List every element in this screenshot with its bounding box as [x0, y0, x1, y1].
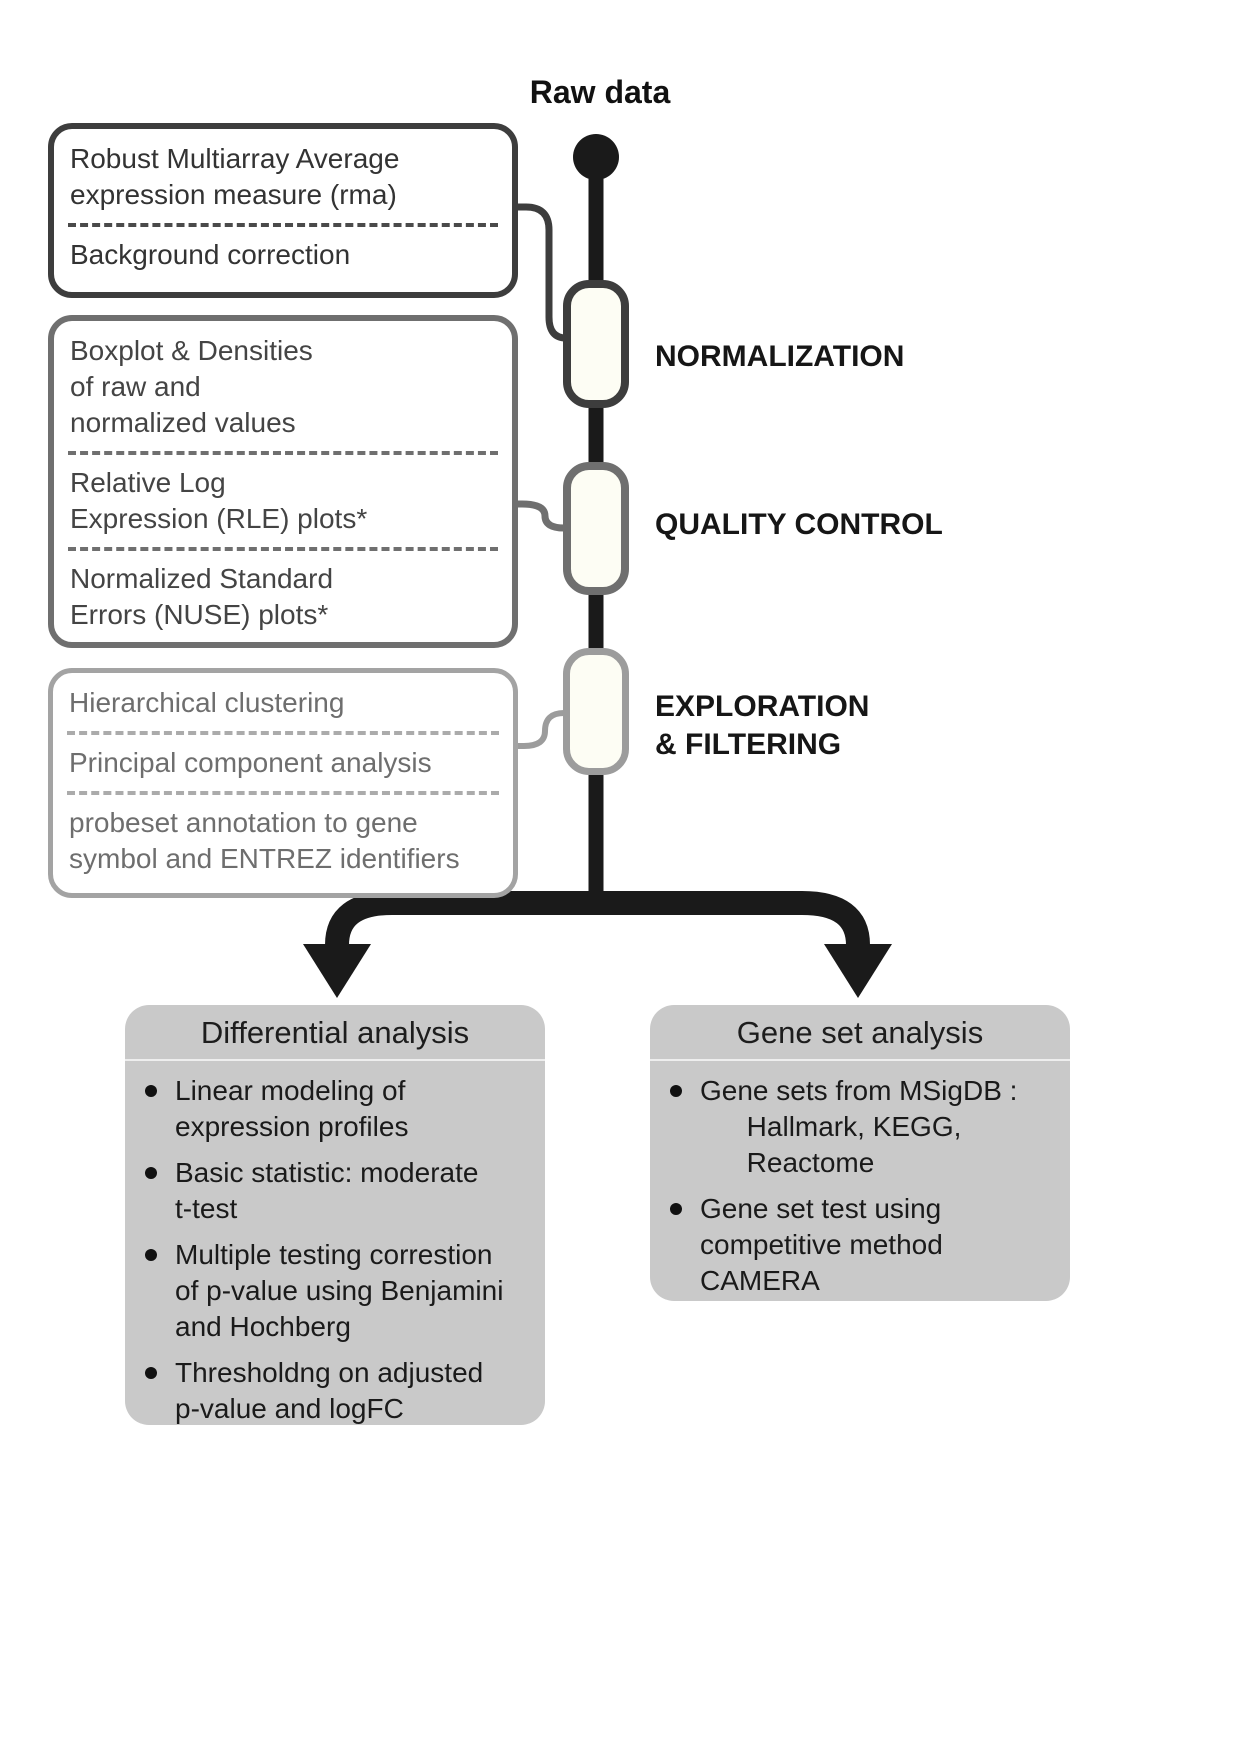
arrowhead-right [824, 944, 892, 998]
normalization-node [563, 280, 629, 408]
step-pca: Principal component analysis [69, 747, 432, 778]
step-background-correction: Background correction [70, 239, 351, 270]
dashed-divider [68, 451, 498, 455]
step-hierarchical-clustering: Hierarchical clustering [69, 687, 345, 718]
panel-title: Gene set analysis [650, 1005, 1070, 1061]
differential-analysis-list: Linear modeling of expression profiles B… [125, 1073, 545, 1427]
dashed-divider [67, 731, 499, 735]
dashed-divider [67, 791, 499, 795]
bullet-gene-sets-msigdb: Gene sets from MSigDB : Hallmark, KEGG, … [670, 1073, 1056, 1181]
connector-normalization [514, 203, 567, 342]
stage-label-quality-control: QUALITY CONTROL [655, 508, 943, 541]
arrowhead-left [303, 944, 371, 998]
raw-data-label: Raw data [529, 74, 671, 110]
dashed-divider [68, 547, 498, 551]
bullet-multiple-testing: Multiple testing correstion of p-value u… [145, 1237, 531, 1345]
quality-control-steps-box: Boxplot & Densities of raw and normalize… [48, 315, 518, 648]
stage-label-normalization: NORMALIZATION [655, 340, 905, 373]
quality-control-node [563, 462, 629, 595]
panel-title: Differential analysis [125, 1005, 545, 1061]
normalization-steps-box: Robust Multiarray Average expression mea… [48, 123, 518, 298]
gene-set-analysis-list: Gene sets from MSigDB : Hallmark, KEGG, … [650, 1073, 1070, 1299]
bullet-linear-modeling: Linear modeling of expression profiles [145, 1073, 531, 1145]
stage-label-exploration-filtering: EXPLORATION & FILTERING [655, 690, 870, 761]
bullet-basic-statistic: Basic statistic: moderate t-test [145, 1155, 531, 1227]
gene-set-analysis-panel: Gene set analysis Gene sets from MSigDB … [650, 1005, 1070, 1301]
step-rma: Robust Multiarray Average expression mea… [70, 143, 400, 210]
dashed-divider [68, 223, 498, 227]
differential-analysis-panel: Differential analysis Linear modeling of… [125, 1005, 545, 1425]
step-rle-plots: Relative Log Expression (RLE) plots* [70, 467, 368, 534]
step-boxplot-densities: Boxplot & Densities of raw and normalize… [70, 335, 313, 438]
raw-data-dot [573, 134, 619, 180]
branch-bar [325, 891, 870, 957]
step-nuse-plots: Normalized Standard Errors (NUSE) plots* [70, 563, 334, 630]
connector-quality-control [514, 500, 565, 532]
step-probeset-annotation: probeset annotation to gene symbol and E… [69, 807, 460, 874]
bullet-camera-test: Gene set test using competitive method C… [670, 1191, 1056, 1299]
exploration-node [563, 648, 629, 775]
bullet-thresholding: Thresholdng on adjusted p-value and logF… [145, 1355, 531, 1427]
connector-exploration [514, 710, 565, 749]
exploration-steps-box: Hierarchical clustering Principal compon… [48, 668, 518, 898]
